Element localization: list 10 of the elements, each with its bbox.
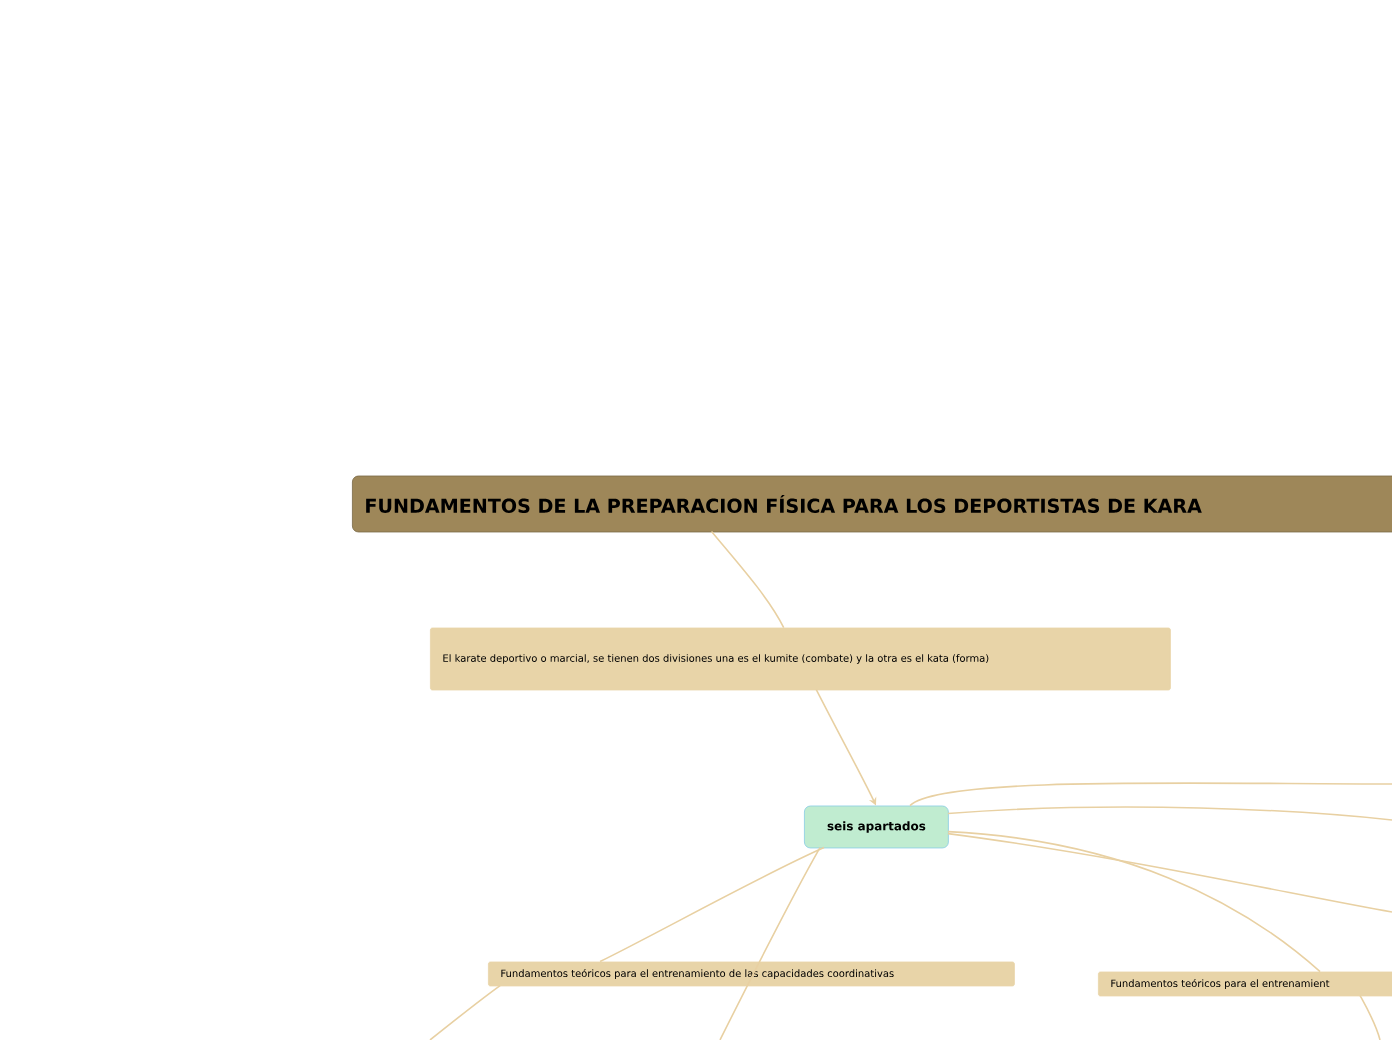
connector-line (947, 832, 1392, 913)
connector-line (909, 782, 1392, 807)
connector-line (947, 806, 1392, 821)
connector-line (947, 830, 1321, 973)
connector-line (1359, 994, 1381, 1040)
connector-line (429, 984, 501, 1040)
connector-line (599, 846, 825, 963)
title-box: FUNDAMENTOS DE LA PREPARACION FÍSICA PARA LOS DEPORTISTAS DE KARA (352, 475, 1392, 533)
connector-line (710, 530, 785, 629)
connector-line (719, 846, 821, 1040)
